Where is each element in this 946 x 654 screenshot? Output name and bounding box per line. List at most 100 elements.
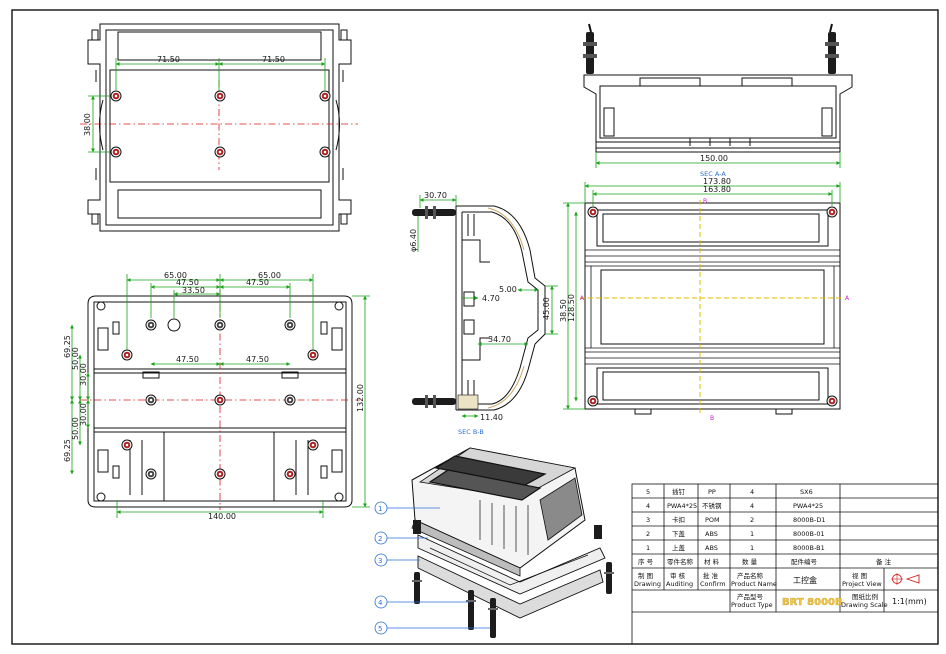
svg-text:4: 4: [646, 502, 650, 510]
front-view: 150.00 SEC A-A: [583, 23, 853, 178]
tb-scale-cn: 图纸比例: [852, 592, 878, 601]
svg-text:4: 4: [750, 488, 754, 496]
dim-bot-left4: 30.00: [79, 403, 88, 426]
dim-side-d5: 11.40: [480, 413, 503, 422]
dim-right-w2: 163.80: [703, 185, 731, 194]
dim-bot-m2: 47.50: [246, 355, 269, 364]
dim-bot-m1: 47.50: [176, 355, 199, 364]
svg-text:8000B-01: 8000B-01: [793, 530, 825, 538]
dim-right-h1: 38.50: [559, 299, 568, 322]
tb-pname-en: Product Name: [731, 580, 777, 588]
callout-3: 3: [378, 557, 382, 565]
dim-bot-left6: 69.25: [63, 439, 72, 462]
svg-text:POM: POM: [705, 516, 720, 524]
dim-side-d3: 45.00: [542, 297, 551, 320]
svg-text:8000B-D1: 8000B-D1: [793, 516, 826, 524]
bom-row-3: 3 卡扣 POM 2 8000B-D1: [646, 515, 826, 524]
dim-bot-left1: 69.25: [63, 335, 72, 358]
dim-side-d1: 4.70: [482, 294, 500, 303]
dim-top-w2: 71.50: [262, 55, 285, 64]
bom-row-2: 2 下盖 ABS 1 8000B-01: [646, 529, 825, 538]
svg-text:材 料: 材 料: [704, 557, 720, 566]
svg-text:4: 4: [750, 502, 754, 510]
dim-side-dia: φ6.40: [409, 229, 418, 252]
callout-5: 5: [378, 625, 382, 633]
svg-text:PWA4*25: PWA4*25: [667, 502, 697, 510]
tb-scale-en: Drawing Scale: [841, 601, 888, 609]
tb-pname-cn: 产品名称: [737, 571, 764, 580]
dim-bot-c: 33.50: [182, 286, 205, 295]
tb-pname-val: 工控盒: [793, 575, 817, 585]
svg-text:1: 1: [646, 544, 650, 552]
callout-4: 4: [378, 599, 383, 607]
projection-symbol-icon: [891, 573, 920, 585]
dim-bot-bottom: 140.00: [208, 512, 236, 521]
svg-text:下盖: 下盖: [672, 529, 686, 538]
bottom-view: 65.00 65.00 47.50 47.50 33.50 47.50 47.5…: [63, 271, 370, 521]
svg-text:序 号: 序 号: [638, 557, 654, 566]
dim-bot-right: 132.00: [356, 384, 365, 412]
dim-bot-b1: 47.50: [176, 278, 199, 287]
svg-text:不锈钢: 不锈钢: [702, 501, 722, 510]
svg-text:2: 2: [646, 530, 650, 538]
dim-bot-b2: 47.50: [246, 278, 269, 287]
dim-side-d2: 5.00: [499, 285, 517, 294]
svg-text:1: 1: [750, 544, 754, 552]
callout-2: 2: [378, 535, 382, 543]
dim-top-w1: 71.50: [157, 55, 180, 64]
dim-bot-a2: 65.00: [258, 271, 281, 280]
sheet-border: [11, 9, 939, 645]
tb-scale-val: 1:1(mm): [892, 597, 927, 606]
svg-text:3: 3: [646, 516, 650, 524]
svg-text:PWA4*25: PWA4*25: [793, 502, 823, 510]
bom-row-4: 4 PWA4*25 不锈钢 4 PWA4*25: [646, 501, 823, 510]
bom-row-5: 5 插钉 PP 4 SX6: [646, 487, 813, 496]
svg-text:零件名称: 零件名称: [667, 557, 694, 566]
dim-bot-left5: 50.00: [71, 417, 80, 440]
tb-confirm-cn: 批 准: [703, 571, 719, 580]
sec-aa-label: SEC A-A: [700, 170, 726, 178]
svg-text:插钉: 插钉: [672, 487, 686, 496]
svg-text:备 注: 备 注: [876, 557, 892, 566]
tb-ptype-val: BRT 8000B: [782, 597, 843, 608]
sec-a-right: A: [845, 295, 850, 302]
svg-text:2: 2: [750, 516, 754, 524]
tb-ptype-en: Product Type: [731, 601, 773, 609]
sec-a-left: A: [580, 295, 585, 302]
svg-text:ABS: ABS: [705, 530, 718, 538]
svg-text:5: 5: [646, 488, 650, 496]
dim-top-h: 38.00: [83, 113, 92, 136]
svg-text:ABS: ABS: [705, 544, 718, 552]
right-view: 173.80 163.80 38.50 128.50 B B A A: [559, 177, 850, 422]
dim-side-d4: 34.70: [488, 335, 511, 344]
dim-side-top: 30.70: [424, 191, 447, 200]
dim-right-h2: 128.50: [567, 294, 576, 322]
svg-text:SX6: SX6: [800, 488, 813, 496]
isometric-exploded-view: 1 2 3 4 5: [374, 447, 614, 638]
dim-bot-left3: 30.00: [79, 363, 88, 386]
top-view: 71.50 71.50 38.00: [80, 23, 358, 232]
svg-text:PP: PP: [708, 488, 716, 496]
svg-text:卡扣: 卡扣: [672, 515, 685, 524]
tb-audit-en: Auditing: [666, 580, 693, 588]
svg-text:配件编号: 配件编号: [791, 557, 818, 566]
tb-confirm-en: Confirm: [700, 580, 726, 588]
dim-front-w: 150.00: [700, 154, 728, 163]
sec-b-top: B: [703, 198, 707, 205]
bom-header: 序 号 零件名称 材 料 数 量 配件编号 备 注: [638, 557, 892, 566]
tb-draw-en: Drawing: [634, 580, 661, 588]
svg-text:8000B-B1: 8000B-B1: [793, 544, 825, 552]
tb-view-cn: 视 图: [852, 571, 867, 580]
side-section-view: 30.70 φ6.40 4.70 5.00 45.00 34.70 11.40 …: [409, 191, 558, 436]
sec-bb-label: SEC B-B: [458, 428, 484, 436]
svg-text:上盖: 上盖: [672, 543, 686, 552]
title-block: 5 插钉 PP 4 SX6 4 PWA4*25 不锈钢 4 PWA4*25 3 …: [631, 483, 939, 645]
sec-b-bottom: B: [710, 415, 714, 422]
tb-ptype-cn: 产品型号: [737, 592, 764, 601]
callout-1: 1: [378, 505, 382, 513]
svg-text:1: 1: [750, 530, 754, 538]
tb-draw-cn: 制 图: [638, 571, 653, 580]
tb-view-en: Project View: [842, 580, 882, 588]
